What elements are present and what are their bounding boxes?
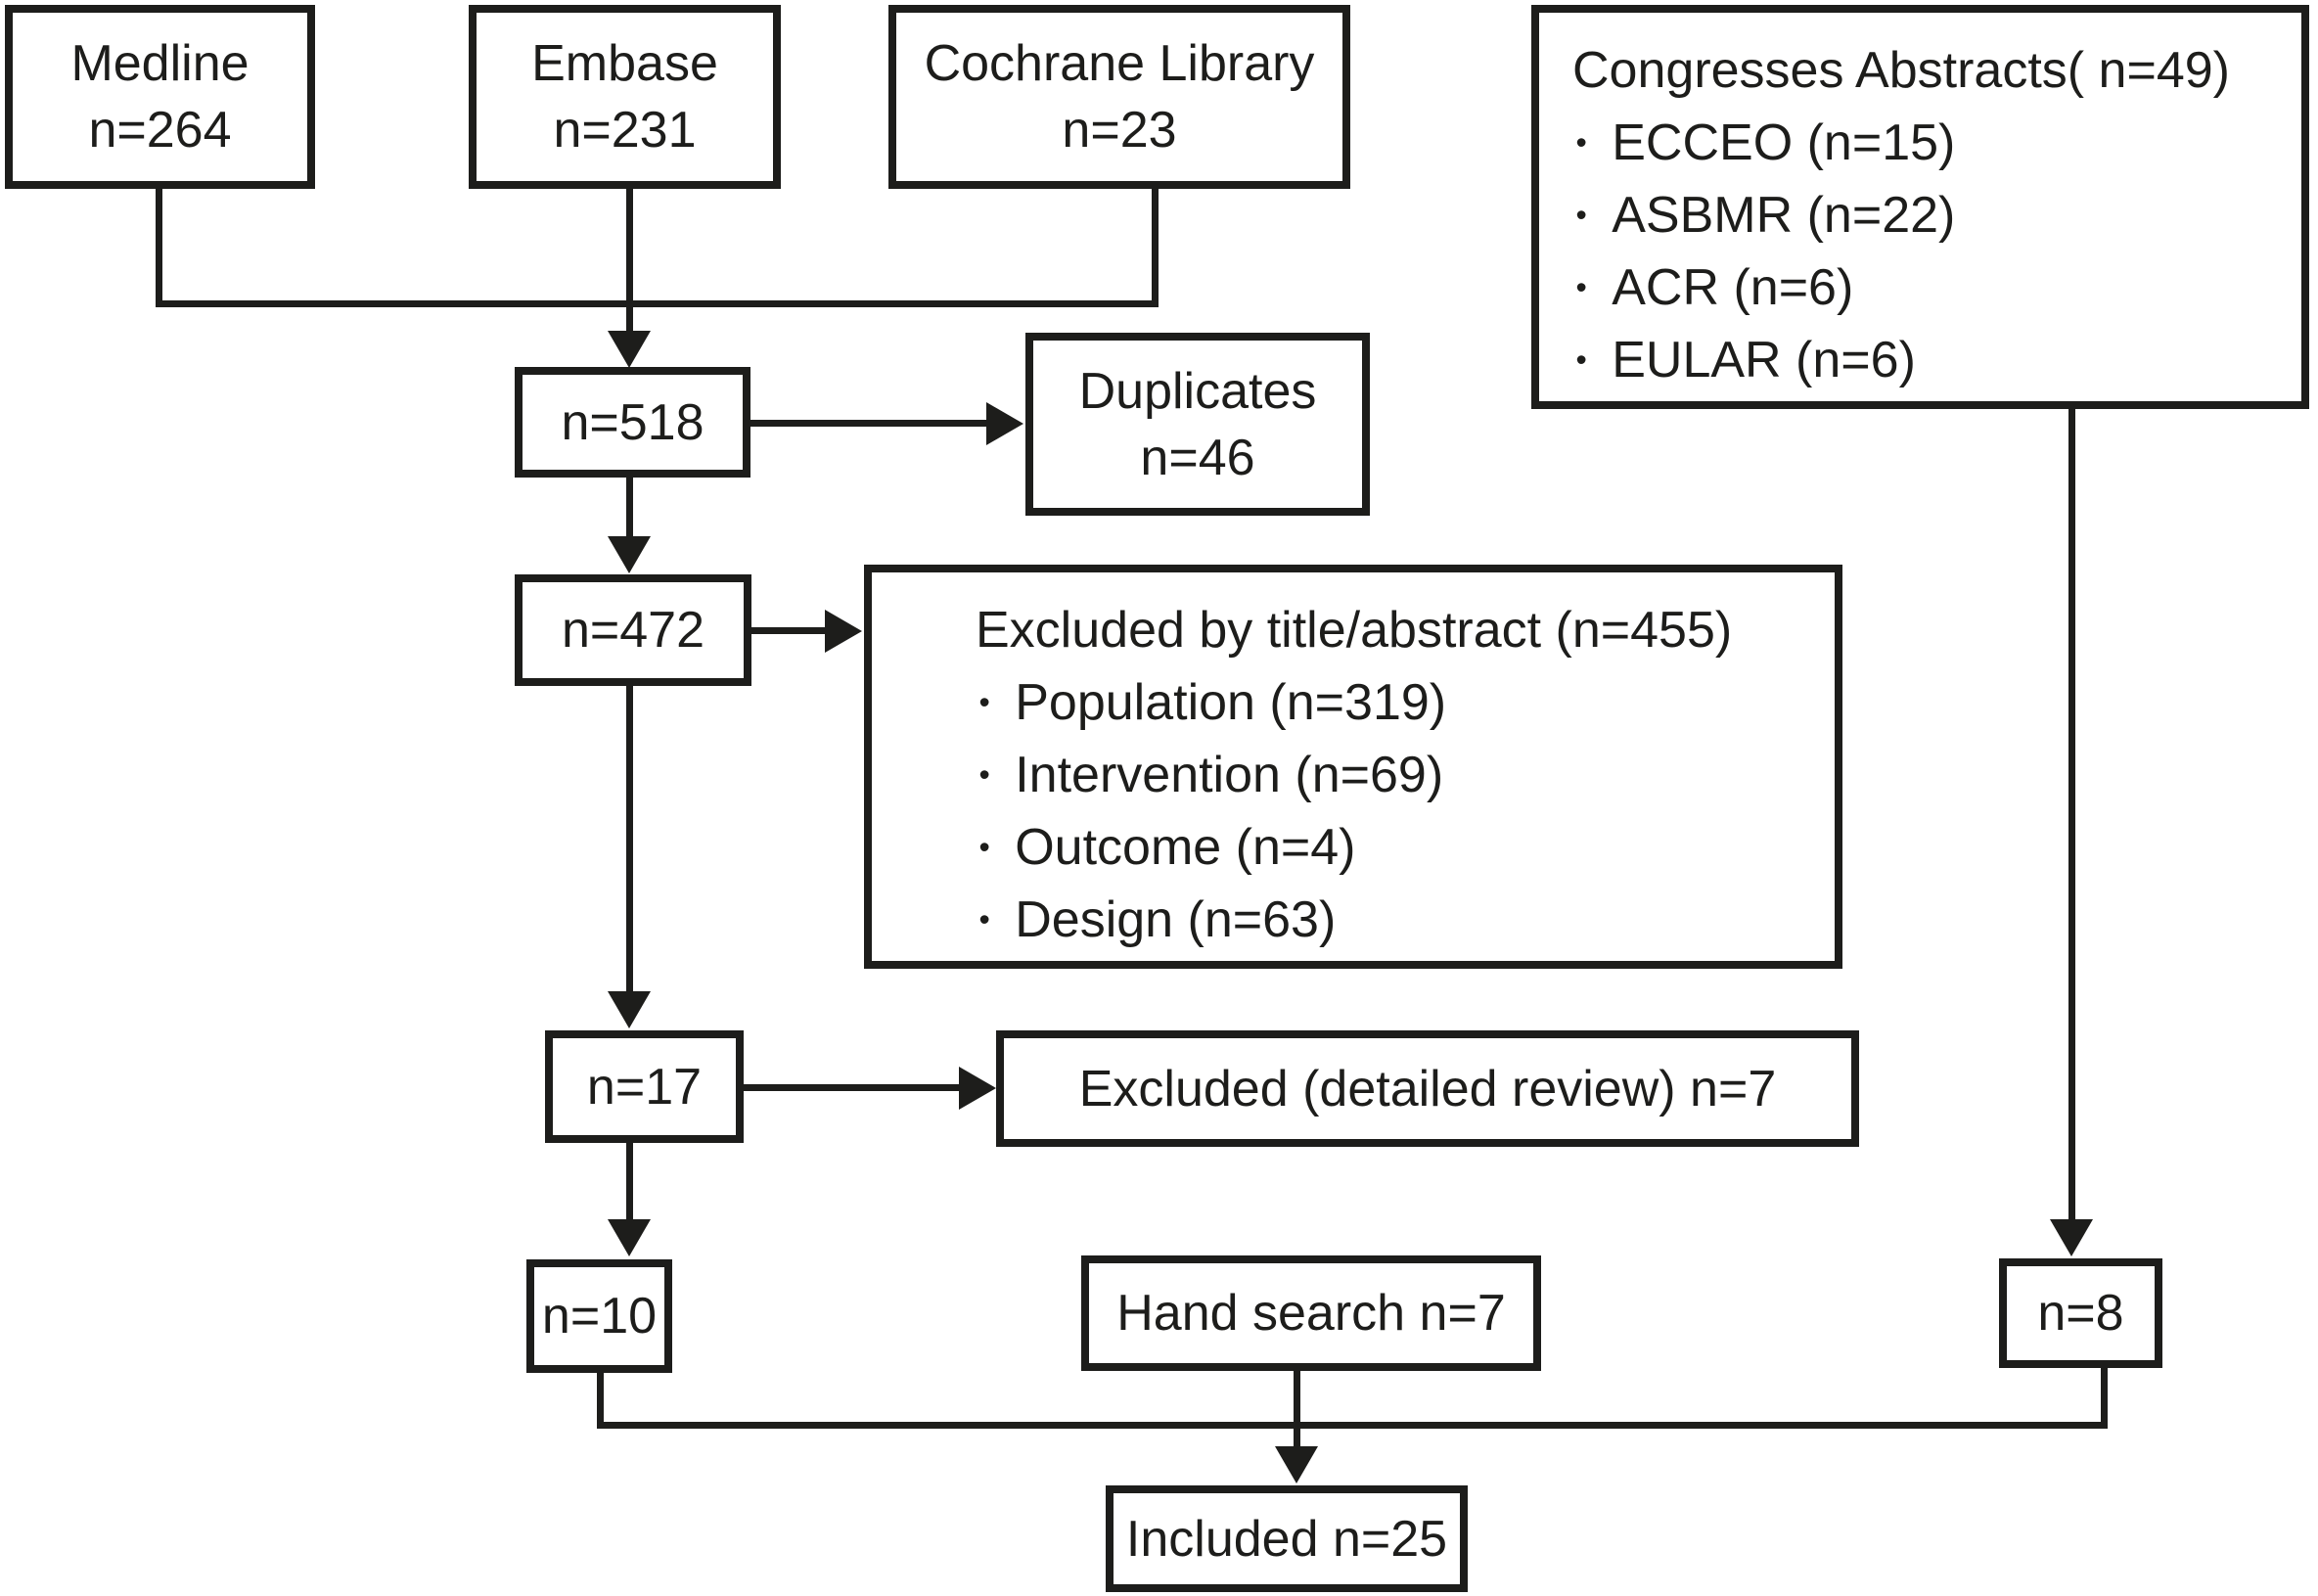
congresses-item-label: ASBMR (n=22) [1612,187,1956,244]
congresses-item: • EULAR (n=6) [1572,324,1916,396]
connector-n10-drop [597,1373,604,1429]
congress-abstracts-kept-count: n=8 [2037,1285,2124,1342]
connector-cochrane-down [1152,189,1159,307]
connector-n8-drop [2101,1368,2108,1429]
connector-handsearch-drop [1294,1371,1300,1448]
exclusion-reason: • Outcome (n=4) [976,811,1355,884]
bullet-icon: • [1575,342,1587,378]
cochrane-box: Cochrane Library n=23 [888,5,1350,189]
arrowhead-into-excluded-detailed [959,1067,996,1110]
bullet-icon: • [978,757,990,793]
arrowhead-into-excluded-title-abstract [825,610,862,653]
medline-label: Medline [70,35,250,92]
bullet-icon: • [1575,125,1587,160]
exclusion-reason-label: Design (n=63) [1015,891,1337,948]
connector-bottom-collector [597,1422,2108,1429]
after-duplicates-count: n=472 [561,602,705,659]
connector-pooled-down [626,478,633,538]
bullet-icon: • [978,830,990,865]
arrowhead-into-after-duplicates [608,536,651,573]
excluded-title-abstract-title: Excluded by title/abstract (n=455) [976,602,1733,659]
detailed-review-count: n=17 [586,1058,703,1116]
embase-label: Embase [531,35,718,92]
exclusion-reason-label: Outcome (n=4) [1015,819,1356,876]
connector-17-down [626,1143,633,1221]
duplicates-label: Duplicates [1078,362,1317,420]
connector-medline-down [156,189,162,307]
excluded-title-abstract-box: Excluded by title/abstract (n=455) • Popu… [864,565,1842,969]
duplicates-box: Duplicates n=46 [1025,333,1370,516]
embase-count: n=231 [553,102,697,159]
connector-top-collector [156,300,1159,307]
exclusion-reason: • Design (n=63) [976,884,1336,956]
bullet-icon: • [1575,198,1587,233]
after-duplicates-box: n=472 [515,574,751,686]
arrowhead-into-congress-kept [2050,1219,2093,1256]
excluded-detailed-review-label: Excluded (detailed review) n=7 [1078,1060,1777,1117]
arrowhead-into-duplicates [986,402,1023,445]
after-detailed-review-count: n=10 [541,1288,658,1345]
duplicates-count: n=46 [1140,429,1255,486]
exclusion-reason: • Population (n=319) [976,666,1446,739]
connector-congresses-down [2068,409,2075,1221]
bullet-icon: • [978,902,990,937]
pooled-records-count: n=518 [561,393,704,451]
pooled-records-box: n=518 [515,367,750,478]
included-box: Included n=25 [1106,1485,1468,1592]
connector-17-excluded [744,1084,961,1091]
hand-search-box: Hand search n=7 [1081,1255,1541,1371]
excluded-detailed-review-box: Excluded (detailed review) n=7 [996,1030,1859,1147]
connector-pooled-duplicates [750,420,986,427]
congresses-item-label: ACR (n=6) [1612,259,1854,316]
hand-search-label: Hand search n=7 [1116,1285,1506,1342]
after-detailed-review-box: n=10 [526,1259,672,1373]
arrowhead-into-detailed-review [608,991,651,1028]
included-label: Included n=25 [1125,1510,1448,1568]
exclusion-reason: • Intervention (n=69) [976,739,1443,811]
bullet-icon: • [1575,270,1587,305]
detailed-review-box: n=17 [545,1030,744,1143]
medline-count: n=264 [88,102,232,159]
congresses-title: Congresses Abstracts( n=49) [1572,42,2230,99]
cochrane-label: Cochrane Library [924,35,1315,92]
congresses-item: • ASBMR (n=22) [1572,179,1955,251]
connector-472-excluded [751,627,827,634]
arrowhead-into-included [1275,1446,1318,1483]
bullet-icon: • [978,685,990,720]
congresses-abstracts-box: Congresses Abstracts( n=49) • ECCEO (n=15… [1531,5,2309,409]
embase-box: Embase n=231 [469,5,781,189]
arrowhead-into-after-detailed [608,1219,651,1256]
connector-embase-down [626,189,633,333]
medline-box: Medline n=264 [5,5,315,189]
congresses-item: • ECCEO (n=15) [1572,107,1955,179]
connector-472-down [626,686,633,993]
congresses-item-label: ECCEO (n=15) [1612,114,1956,171]
congresses-item-label: EULAR (n=6) [1612,332,1916,388]
exclusion-reason-label: Intervention (n=69) [1015,747,1444,803]
cochrane-count: n=23 [1062,102,1177,159]
arrowhead-into-pooled [608,331,651,368]
congresses-item: • ACR (n=6) [1572,251,1853,324]
exclusion-reason-label: Population (n=319) [1015,674,1447,731]
congress-abstracts-kept-box: n=8 [1999,1258,2162,1368]
